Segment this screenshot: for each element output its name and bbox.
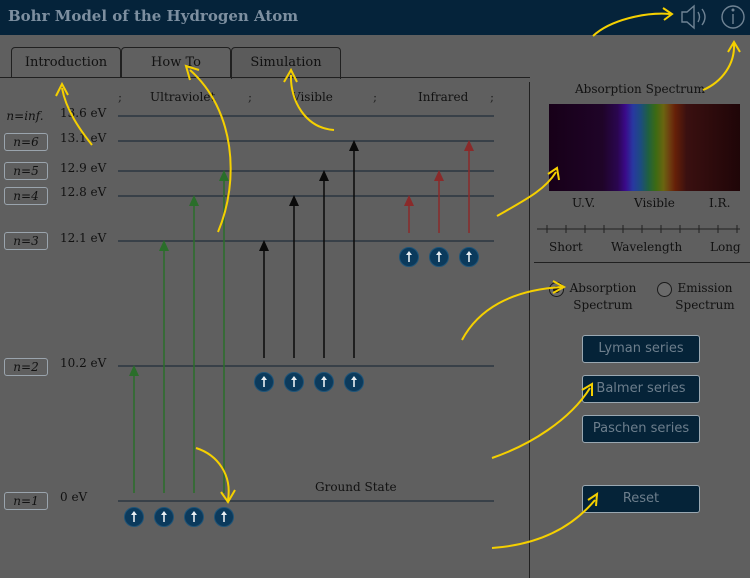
electron-spin-arrowhead bbox=[351, 376, 357, 380]
electron-spin-arrowhead bbox=[261, 376, 267, 380]
lyman-series-button[interactable]: Lyman series bbox=[582, 335, 700, 363]
level-label-ninf: n=inf. bbox=[4, 108, 46, 124]
info-icon[interactable] bbox=[721, 5, 745, 29]
tab-rule bbox=[0, 77, 530, 78]
tab-label: Simulation bbox=[250, 55, 322, 70]
absorption-radio-label[interactable]: Absorption Spectrum bbox=[569, 281, 637, 312]
energy-label-n3: 12.1 eV bbox=[60, 231, 107, 245]
reset-button[interactable]: Reset bbox=[582, 485, 700, 513]
lyman-transition-arrowhead bbox=[189, 195, 199, 206]
level-label-n1: n=1 bbox=[4, 492, 48, 510]
spectrum-display bbox=[549, 104, 740, 191]
level-label-n5: n=5 bbox=[4, 162, 48, 180]
section-infrared: Infrared bbox=[418, 90, 469, 104]
title-bar: Bohr Model of the Hydrogen Atom bbox=[0, 0, 750, 35]
paschen-transition-arrowhead bbox=[464, 140, 474, 151]
emission-radio[interactable] bbox=[657, 282, 672, 297]
panel-divider bbox=[529, 82, 530, 578]
tab-label: Introduction bbox=[24, 55, 108, 70]
tab-how-to[interactable]: How To bbox=[121, 47, 231, 78]
lyman-transition-arrowhead bbox=[219, 170, 229, 181]
wavelength-long-label: Long bbox=[710, 240, 741, 254]
tab-simulation[interactable]: Simulation bbox=[231, 47, 341, 79]
ground-state-label: Ground State bbox=[315, 480, 397, 494]
annotation-arrows bbox=[55, 7, 741, 549]
speaker-icon[interactable] bbox=[681, 4, 706, 30]
spectrum-visible-label: Visible bbox=[634, 196, 675, 210]
section-ultraviolet: Ultraviolet bbox=[150, 90, 216, 104]
electron-spin-arrowhead bbox=[321, 376, 327, 380]
electron-spin-arrowhead bbox=[131, 511, 137, 515]
balmer-transition-arrowhead bbox=[319, 170, 329, 181]
level-label-n4: n=4 bbox=[4, 187, 48, 205]
paschen-transition-arrowhead bbox=[404, 195, 414, 206]
electron-spin-arrowhead bbox=[161, 511, 167, 515]
electron-spin-arrowhead bbox=[291, 376, 297, 380]
lyman-transition-arrowhead bbox=[159, 240, 169, 251]
electron-spin-arrowhead bbox=[191, 511, 197, 515]
section-separator: ; bbox=[248, 90, 253, 104]
lyman-transition-arrowhead bbox=[129, 365, 139, 376]
electron-spin-arrowhead bbox=[406, 251, 412, 255]
spectrum-uv-label: U.V. bbox=[572, 196, 596, 210]
electron-spin-arrowhead bbox=[221, 511, 227, 515]
balmer-series-button[interactable]: Balmer series bbox=[582, 375, 700, 403]
radio-selected-dot bbox=[553, 286, 560, 293]
energy-label-n2: 10.2 eV bbox=[60, 356, 107, 370]
energy-label-n1: 0 eV bbox=[60, 490, 88, 504]
energy-label-n6: 13.1 eV bbox=[60, 131, 107, 145]
spectrum-ir-label: I.R. bbox=[709, 196, 731, 210]
level-label-n2: n=2 bbox=[4, 358, 48, 376]
panel-divider-horizontal bbox=[534, 262, 750, 263]
section-separator: ; bbox=[118, 90, 123, 104]
emission-radio-label[interactable]: Emission Spectrum bbox=[675, 281, 735, 312]
wavelength-short-label: Short bbox=[549, 240, 583, 254]
level-label-n6: n=6 bbox=[4, 133, 48, 151]
electron-spin-arrowhead bbox=[466, 251, 472, 255]
paschen-series-button[interactable]: Paschen series bbox=[582, 415, 700, 443]
balmer-transition-arrowhead bbox=[289, 195, 299, 206]
tab-introduction[interactable]: Introduction bbox=[11, 47, 121, 78]
wavelength-label: Wavelength bbox=[611, 240, 683, 254]
electron-spin-arrowhead bbox=[436, 251, 442, 255]
section-visible: Visible bbox=[292, 90, 333, 104]
section-separator: ; bbox=[373, 90, 378, 104]
energy-label-n4: 12.8 eV bbox=[60, 185, 107, 199]
app-title: Bohr Model of the Hydrogen Atom bbox=[8, 7, 299, 25]
balmer-transition-arrowhead bbox=[259, 240, 269, 251]
paschen-transition-arrowhead bbox=[434, 170, 444, 181]
level-label-n3: n=3 bbox=[4, 232, 48, 250]
section-separator: ; bbox=[490, 90, 495, 104]
spectrum-title: Absorption Spectrum bbox=[575, 82, 705, 96]
energy-label-n5: 12.9 eV bbox=[60, 161, 107, 175]
balmer-transition-arrowhead bbox=[349, 140, 359, 151]
